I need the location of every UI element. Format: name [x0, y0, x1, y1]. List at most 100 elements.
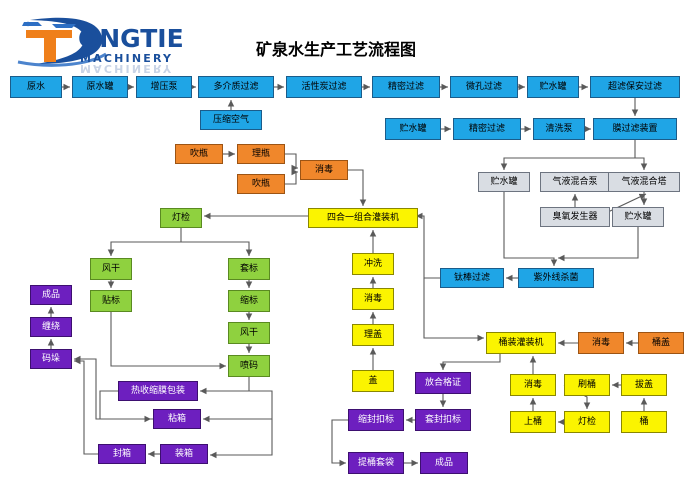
- flow-node-label: 清洗泵: [545, 123, 573, 134]
- flow-node-n56[interactable]: 套封扣标: [415, 409, 471, 431]
- flow-node-label: 微孔过滤: [465, 81, 502, 92]
- flow-node-label: 钛棒过滤: [453, 272, 490, 283]
- flow-node-n1[interactable]: 原水: [10, 76, 62, 98]
- flow-node-n13[interactable]: 清洗泵: [533, 118, 585, 140]
- flow-node-n28[interactable]: 套标: [228, 258, 270, 280]
- flow-node-label: 理瓶: [251, 148, 270, 159]
- flow-node-n20[interactable]: 气液混合泵: [540, 172, 610, 192]
- flow-node-n46[interactable]: 消毒: [578, 332, 624, 354]
- flow-node-n19[interactable]: 贮水罐: [478, 172, 530, 192]
- flow-node-n29[interactable]: 缩标: [228, 290, 270, 312]
- flow-node-label: 提桶套袋: [357, 457, 394, 468]
- flow-node-label: 贮水罐: [399, 123, 427, 134]
- flow-node-label: 盖: [368, 375, 378, 386]
- flow-node-label: 增压泵: [150, 81, 178, 92]
- flow-node-label: 原水: [26, 81, 45, 92]
- flow-node-n49[interactable]: 刷桶: [564, 374, 610, 396]
- flow-node-n24[interactable]: 灯检: [160, 208, 202, 228]
- flow-node-label: 四合一组合灌装机: [326, 212, 399, 223]
- flow-node-n44[interactable]: 紫外线杀菌: [518, 268, 594, 288]
- flow-node-n54[interactable]: 放合格证: [415, 372, 471, 394]
- flow-node-n58[interactable]: 成品: [420, 452, 468, 474]
- flow-node-label: 缩标: [239, 295, 258, 306]
- logo-wordmark: ONGTIE: [78, 24, 184, 53]
- logo-mark-icon: [17, 17, 107, 67]
- flow-node-n40[interactable]: 消毒: [352, 288, 394, 310]
- flow-node-n47[interactable]: 桶盖: [638, 332, 684, 354]
- flow-node-label: 桶: [639, 416, 649, 427]
- flow-node-label: 套标: [239, 263, 258, 274]
- flow-node-label: 贮水罐: [490, 176, 518, 187]
- flow-node-n39[interactable]: 冲洗: [352, 253, 394, 275]
- flow-node-n26[interactable]: 风干: [90, 258, 132, 280]
- flow-node-n15[interactable]: 吹瓶: [175, 144, 223, 164]
- flow-node-label: 精密过滤: [468, 123, 505, 134]
- flow-node-n41[interactable]: 理盖: [352, 324, 394, 346]
- flow-node-label: 灯检: [577, 416, 596, 427]
- flow-node-n50[interactable]: 拔盖: [621, 374, 667, 396]
- flow-node-n4[interactable]: 多介质过滤: [198, 76, 274, 98]
- flow-node-n53[interactable]: 桶: [621, 411, 667, 433]
- flow-node-n34[interactable]: 码垛: [30, 349, 72, 369]
- flow-node-label: 臭氧发生器: [552, 211, 598, 222]
- flow-node-n22[interactable]: 臭氧发生器: [540, 207, 610, 227]
- flow-node-n2[interactable]: 原水罐: [72, 76, 128, 98]
- flow-node-n21[interactable]: 气液混合塔: [608, 172, 680, 192]
- flow-node-n32[interactable]: 成品: [30, 285, 72, 305]
- flow-node-label: 多介质过滤: [213, 81, 259, 92]
- flow-node-n14[interactable]: 膜过滤装置: [593, 118, 677, 140]
- flow-node-n30[interactable]: 风干: [228, 322, 270, 344]
- flow-node-n48[interactable]: 消毒: [510, 374, 556, 396]
- flow-node-n31[interactable]: 喷码: [228, 355, 270, 377]
- flow-node-n7[interactable]: 微孔过滤: [450, 76, 518, 98]
- flow-node-label: 喷码: [239, 360, 258, 371]
- flow-node-label: 冲洗: [363, 258, 382, 269]
- flow-node-n8[interactable]: 贮水罐: [527, 76, 579, 98]
- flow-node-label: 风干: [239, 327, 258, 338]
- flow-node-n36[interactable]: 粘箱: [153, 409, 201, 429]
- flow-node-n33[interactable]: 缠绕: [30, 317, 72, 337]
- flow-node-n12[interactable]: 精密过滤: [453, 118, 521, 140]
- flow-node-label: 理盖: [363, 329, 382, 340]
- flow-node-label: 粘箱: [167, 413, 186, 424]
- flow-node-n35[interactable]: 热收缩膜包装: [118, 381, 198, 401]
- flow-node-n51[interactable]: 上桶: [510, 411, 556, 433]
- flow-node-label: 热收缩膜包装: [130, 385, 185, 396]
- flow-node-n38[interactable]: 装箱: [160, 444, 208, 464]
- logo-tagline: MACHINERY: [80, 52, 174, 65]
- flow-node-n5[interactable]: 活性炭过滤: [286, 76, 362, 98]
- flow-node-n17[interactable]: 吹瓶: [237, 174, 285, 194]
- flow-node-n25[interactable]: 四合一组合灌装机: [308, 208, 418, 228]
- flow-node-n9[interactable]: 超滤保安过滤: [590, 76, 680, 98]
- flow-node-n6[interactable]: 精密过滤: [372, 76, 440, 98]
- flow-node-label: 消毒: [523, 379, 542, 390]
- flow-node-n23[interactable]: 贮水罐: [612, 207, 664, 227]
- flow-node-n18[interactable]: 消毒: [300, 160, 348, 180]
- flow-node-label: 原水罐: [86, 81, 114, 92]
- flow-node-n45[interactable]: 桶装灌装机: [486, 332, 556, 354]
- flow-node-n37[interactable]: 封箱: [98, 444, 146, 464]
- flow-node-n43[interactable]: 钛棒过滤: [440, 268, 504, 288]
- flow-node-n52[interactable]: 灯检: [564, 411, 610, 433]
- flow-node-n16[interactable]: 理瓶: [237, 144, 285, 164]
- flow-node-n42[interactable]: 盖: [352, 370, 394, 392]
- flow-node-label: 膜过滤装置: [612, 123, 658, 134]
- flow-node-n57[interactable]: 提桶套袋: [348, 452, 404, 474]
- flow-node-n3[interactable]: 增压泵: [136, 76, 192, 98]
- flow-node-n55[interactable]: 缩封扣标: [348, 409, 404, 431]
- flow-node-label: 精密过滤: [387, 81, 424, 92]
- flow-node-label: 码垛: [41, 353, 60, 364]
- flow-node-label: 超滤保安过滤: [607, 81, 662, 92]
- flow-node-label: 缠绕: [41, 321, 60, 332]
- flow-node-label: 贮水罐: [624, 211, 652, 222]
- flow-node-label: 成品: [434, 457, 453, 468]
- flow-node-n11[interactable]: 贮水罐: [385, 118, 441, 140]
- flow-node-label: 拔盖: [634, 379, 653, 390]
- flow-node-label: 风干: [101, 263, 120, 274]
- flow-node-n27[interactable]: 贴标: [90, 290, 132, 312]
- flow-node-label: 缩封扣标: [357, 414, 394, 425]
- flow-node-label: 套封扣标: [424, 414, 461, 425]
- flow-node-n10[interactable]: 压缩空气: [200, 110, 262, 130]
- flow-node-label: 消毒: [363, 293, 382, 304]
